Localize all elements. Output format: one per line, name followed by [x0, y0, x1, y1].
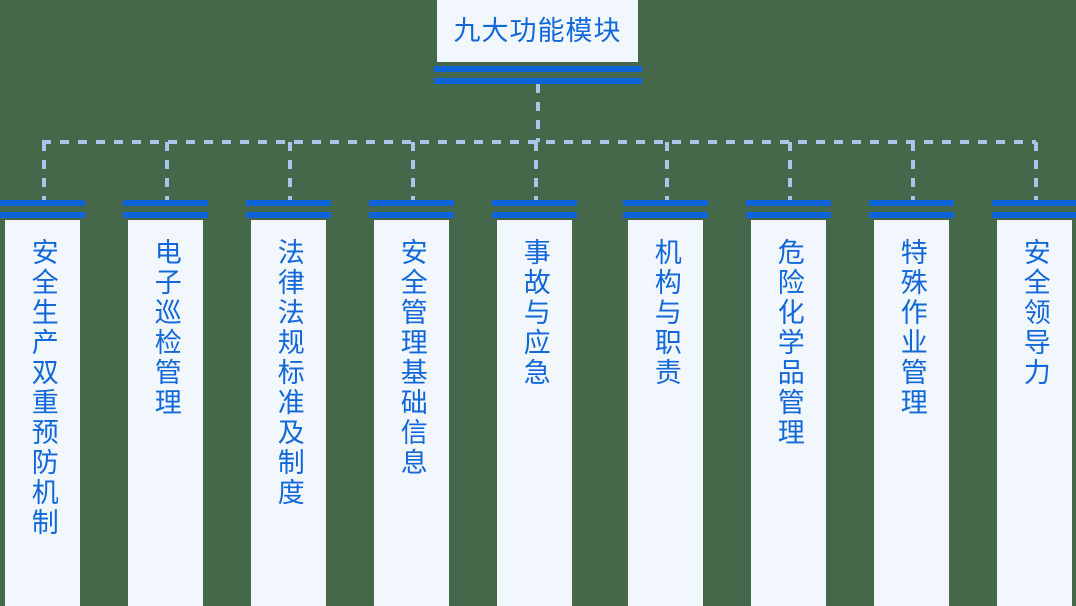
module-label: 电子巡检管理: [150, 238, 181, 418]
root-node[interactable]: 九大功能模块: [437, 0, 638, 62]
module-card-4[interactable]: 安全管理基础信息: [369, 200, 454, 606]
connector-drop-9: [1034, 142, 1038, 200]
module-accent-bar-second: [492, 212, 577, 218]
module-label: 安全领导力: [1019, 238, 1050, 388]
module-card-body: 安全生产双重预防机制: [5, 220, 80, 606]
module-accent-bar-second: [369, 212, 454, 218]
module-label: 危险化学品管理: [773, 238, 804, 448]
module-accent-bar-top: [623, 200, 708, 206]
connector-drop-2: [165, 142, 169, 200]
module-card-7[interactable]: 危险化学品管理: [746, 200, 831, 606]
module-accent-bar-top: [492, 200, 577, 206]
connector-drop-4: [411, 142, 415, 200]
root-node-accent-bar-bottom: [434, 78, 642, 84]
connector-drop-3: [288, 142, 292, 200]
module-accent-bar-second: [746, 212, 831, 218]
module-label: 机构与职责: [650, 238, 681, 388]
connector-stem: [536, 84, 540, 142]
root-node-accent-bar-top: [434, 66, 642, 72]
connector-drop-5: [534, 142, 538, 200]
module-label: 安全生产双重预防机制: [27, 238, 58, 538]
module-card-body: 法律法规标准及制度: [251, 220, 326, 606]
module-card-body: 安全管理基础信息: [374, 220, 449, 606]
module-card-8[interactable]: 特殊作业管理: [869, 200, 954, 606]
module-accent-bar-top: [869, 200, 954, 206]
module-label: 特殊作业管理: [896, 238, 927, 418]
module-card-9[interactable]: 安全领导力: [992, 200, 1076, 606]
connector-drop-6: [665, 142, 669, 200]
module-card-body: 安全领导力: [997, 220, 1072, 606]
module-card-2[interactable]: 电子巡检管理: [123, 200, 208, 606]
module-card-3[interactable]: 法律法规标准及制度: [246, 200, 331, 606]
module-label: 事故与应急: [519, 238, 550, 388]
module-accent-bar-second: [869, 212, 954, 218]
module-accent-bar-top: [992, 200, 1076, 206]
module-accent-bar-top: [246, 200, 331, 206]
connector-drop-1: [42, 142, 46, 200]
root-node-label: 九大功能模块: [453, 15, 622, 46]
module-card-5[interactable]: 事故与应急: [492, 200, 577, 606]
connector-drop-8: [911, 142, 915, 200]
module-accent-bar-top: [369, 200, 454, 206]
module-card-body: 特殊作业管理: [874, 220, 949, 606]
module-card-1[interactable]: 安全生产双重预防机制: [0, 200, 85, 606]
module-label: 安全管理基础信息: [396, 238, 427, 478]
module-accent-bar-second: [623, 212, 708, 218]
module-accent-bar-second: [246, 212, 331, 218]
module-accent-bar-top: [123, 200, 208, 206]
module-label: 法律法规标准及制度: [273, 238, 304, 508]
module-card-body: 机构与职责: [628, 220, 703, 606]
module-card-body: 危险化学品管理: [751, 220, 826, 606]
module-card-body: 电子巡检管理: [128, 220, 203, 606]
module-accent-bar-top: [746, 200, 831, 206]
module-accent-bar-top: [0, 200, 85, 206]
module-accent-bar-second: [0, 212, 85, 218]
connector-drop-7: [788, 142, 792, 200]
module-accent-bar-second: [123, 212, 208, 218]
module-card-body: 事故与应急: [497, 220, 572, 606]
module-accent-bar-second: [992, 212, 1076, 218]
module-card-6[interactable]: 机构与职责: [623, 200, 708, 606]
connector-bus: [42, 140, 1036, 144]
